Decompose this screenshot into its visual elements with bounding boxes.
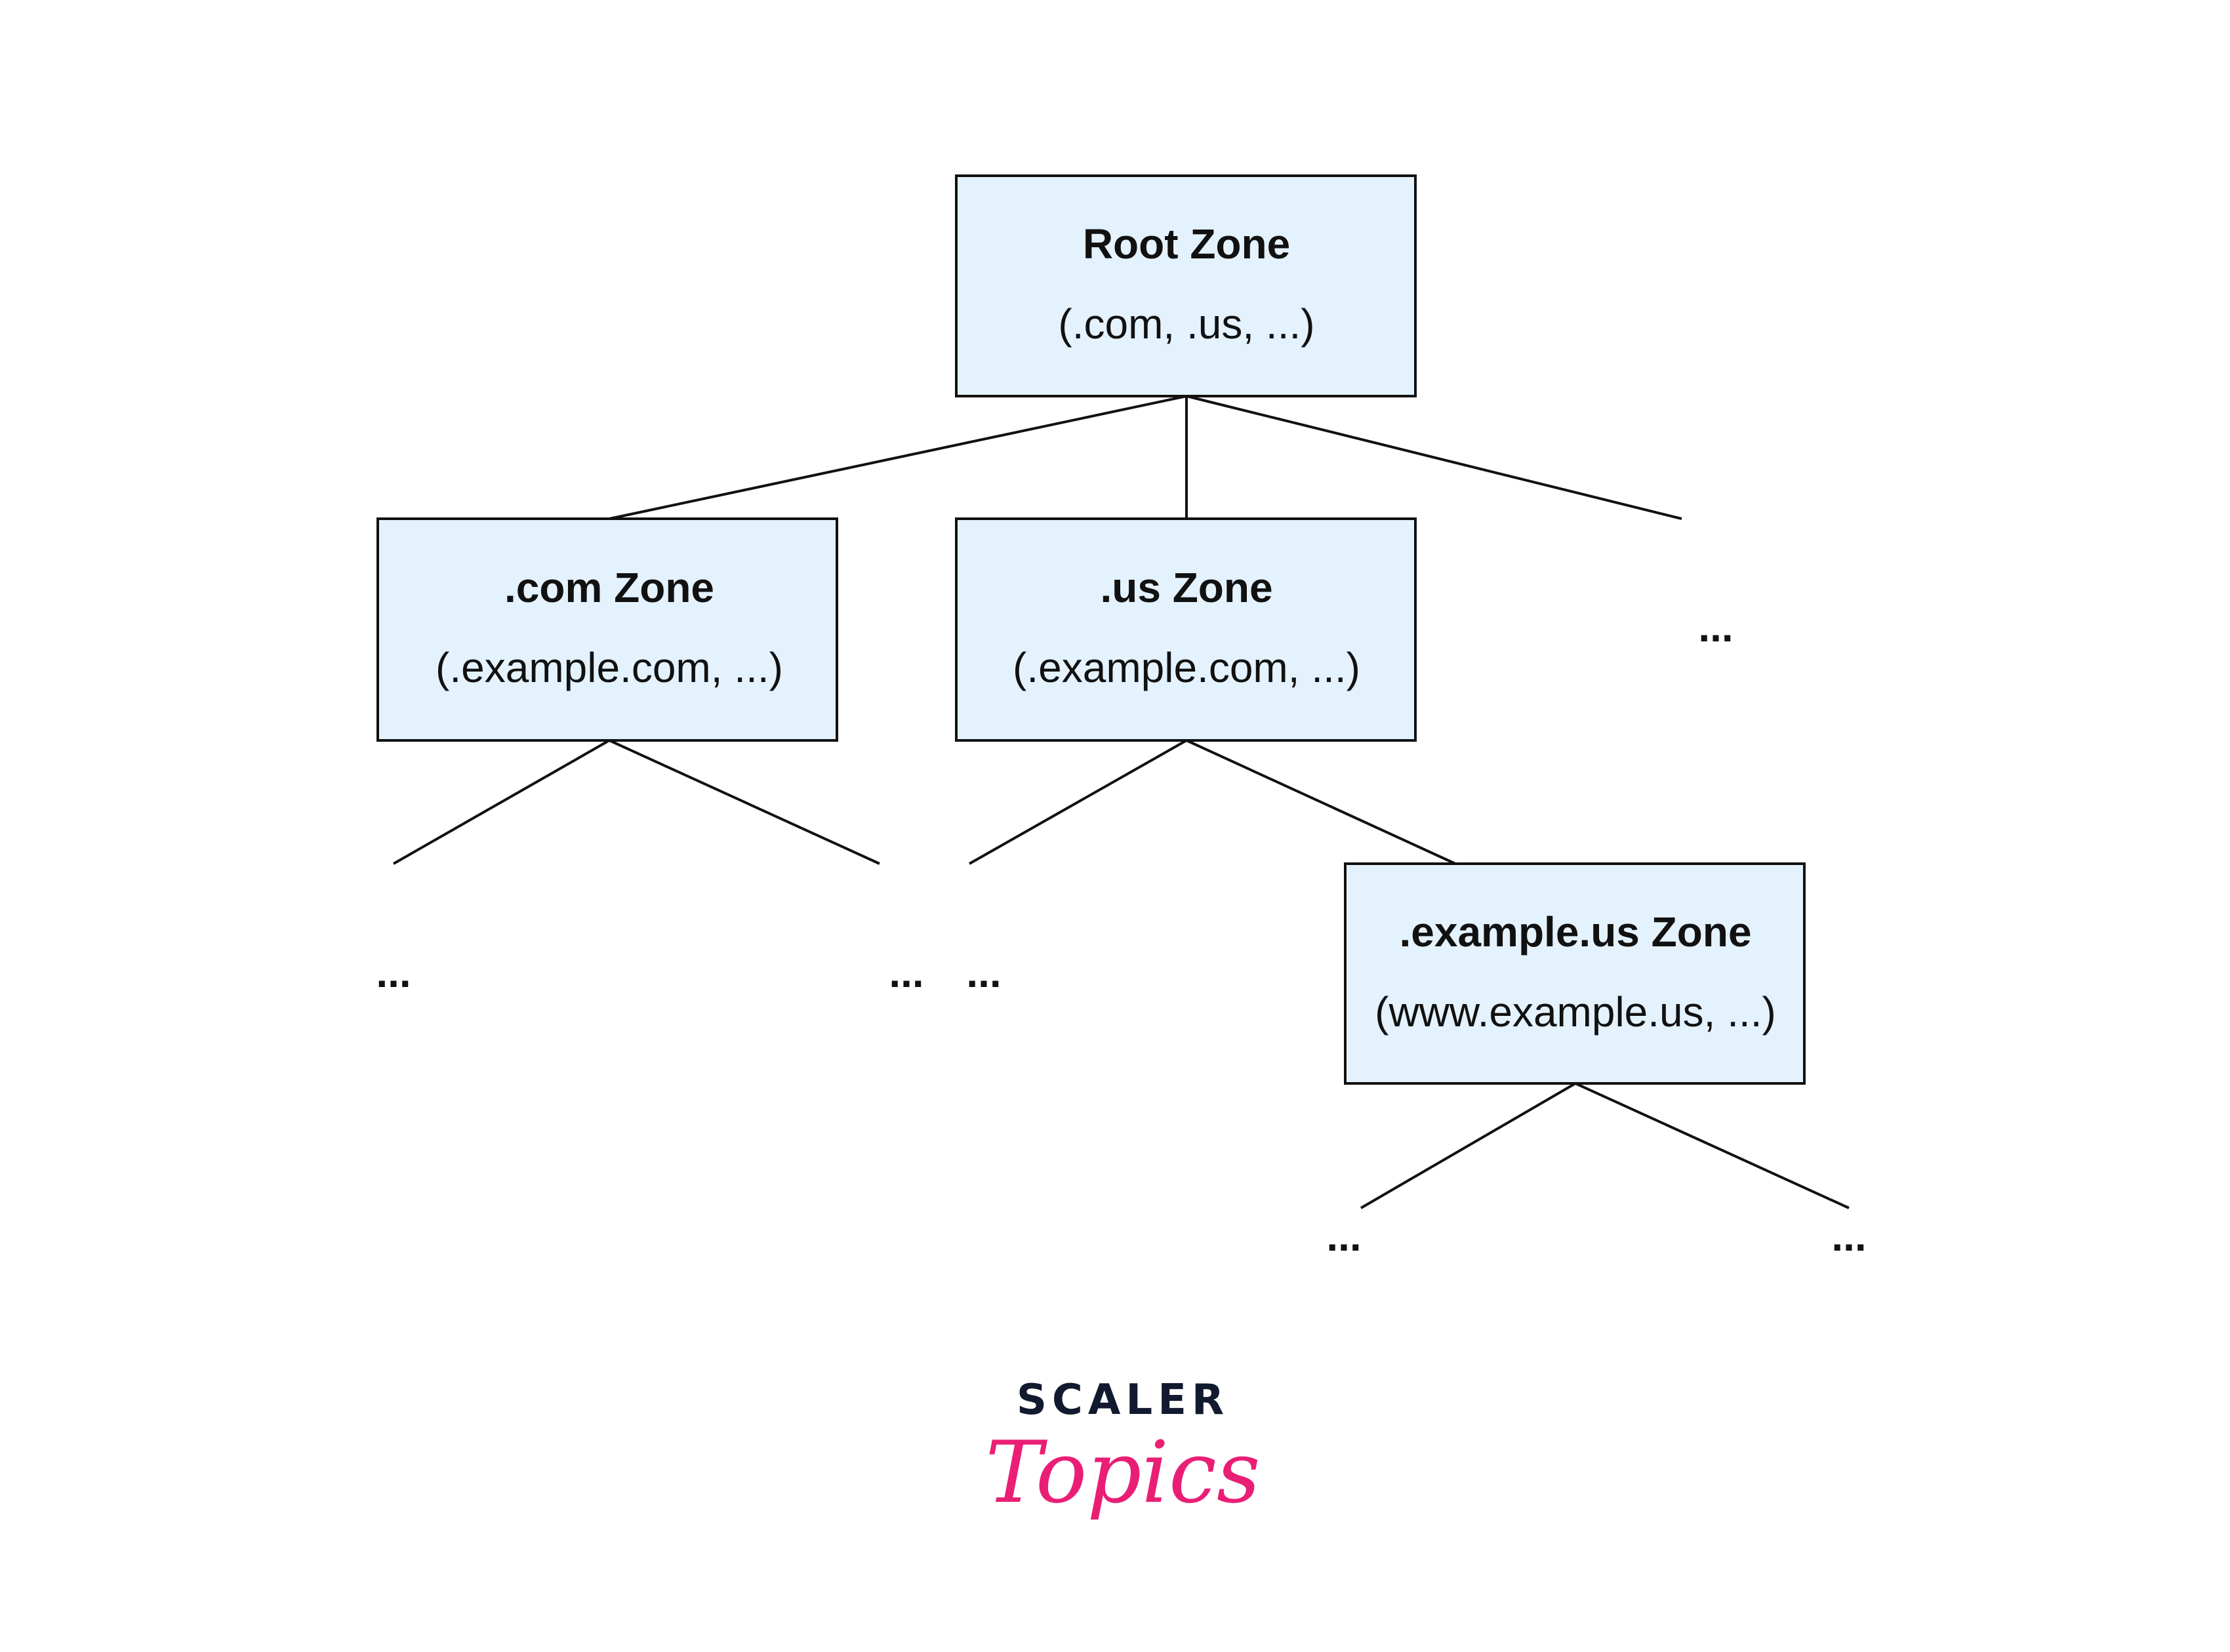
edge-us-left: [969, 739, 1187, 865]
node-subtitle: (.example.com, ...): [1013, 644, 1360, 691]
node-us-zone: .us Zone (.example.com, ...): [955, 517, 1417, 742]
edge-root-com: [609, 395, 1187, 520]
ellipses: ... ... ... ... ... ...: [376, 603, 1866, 1260]
ellipsis-example-right: ...: [1831, 1213, 1866, 1260]
node-subtitle: (.com, .us, ...): [1058, 300, 1314, 348]
edge-example-left: [1360, 1082, 1577, 1209]
node-root-zone: Root Zone (.com, .us, ...): [955, 174, 1417, 397]
ellipsis-us-left: ...: [966, 949, 1001, 996]
node-subtitle: (www.example.us, ...): [1375, 988, 1776, 1036]
logo-scaler-text: SCALER: [1017, 1376, 1229, 1424]
ellipsis-example-left: ...: [1326, 1213, 1361, 1260]
edge-root-more: [1186, 395, 1682, 520]
logo-topics-text: Topics: [985, 1422, 1260, 1522]
node-subtitle: (.example.com, ...): [436, 644, 783, 691]
ellipsis-com-right: ...: [889, 949, 923, 996]
edges: [393, 395, 1850, 1209]
node-com-zone: .com Zone (.example.com, ...): [376, 517, 838, 742]
node-title: .us Zone: [1100, 564, 1272, 611]
node-example-us-zone: .example.us Zone (www.example.us, ...): [1344, 862, 1806, 1085]
edge-us-example: [1186, 739, 1456, 865]
node-title: Root Zone: [1083, 220, 1290, 268]
node-title: .example.us Zone: [1399, 908, 1751, 956]
scaler-topics-logo: SCALER Topics: [985, 1376, 1260, 1522]
ellipsis-com-left: ...: [376, 949, 411, 996]
ellipsis-root-more: ...: [1698, 603, 1733, 651]
edge-example-right: [1575, 1082, 1850, 1209]
edge-com-right: [609, 739, 880, 865]
edge-com-left: [393, 739, 610, 865]
node-title: .com Zone: [504, 564, 714, 611]
